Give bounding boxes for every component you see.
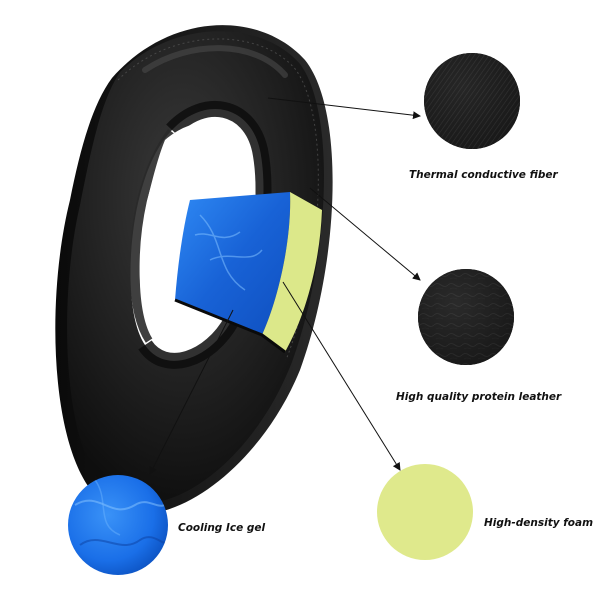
cushion-cutaway-gel bbox=[175, 192, 291, 335]
protein-leather-swatch bbox=[418, 269, 514, 365]
ear-cushion-illustration bbox=[55, 25, 333, 515]
callout-lines bbox=[149, 97, 421, 475]
high-density-foam-caption: High-density foam bbox=[484, 517, 594, 529]
callout-line-gel bbox=[149, 309, 234, 475]
thermal-fiber-caption: Thermal conductive fiber bbox=[409, 169, 558, 181]
callout-line-leather bbox=[309, 187, 421, 281]
cooling-gel-swatch bbox=[68, 475, 168, 575]
thermal-fiber-swatch bbox=[424, 53, 520, 149]
cushion-cutaway-foam bbox=[262, 192, 322, 352]
high-density-foam-swatch bbox=[377, 464, 473, 560]
protein-leather-caption: High quality protein leather bbox=[396, 391, 562, 403]
callout-line-foam bbox=[282, 281, 401, 471]
callout-line-thermal bbox=[267, 97, 421, 120]
cooling-gel-caption: Cooling Ice gel bbox=[178, 522, 266, 534]
